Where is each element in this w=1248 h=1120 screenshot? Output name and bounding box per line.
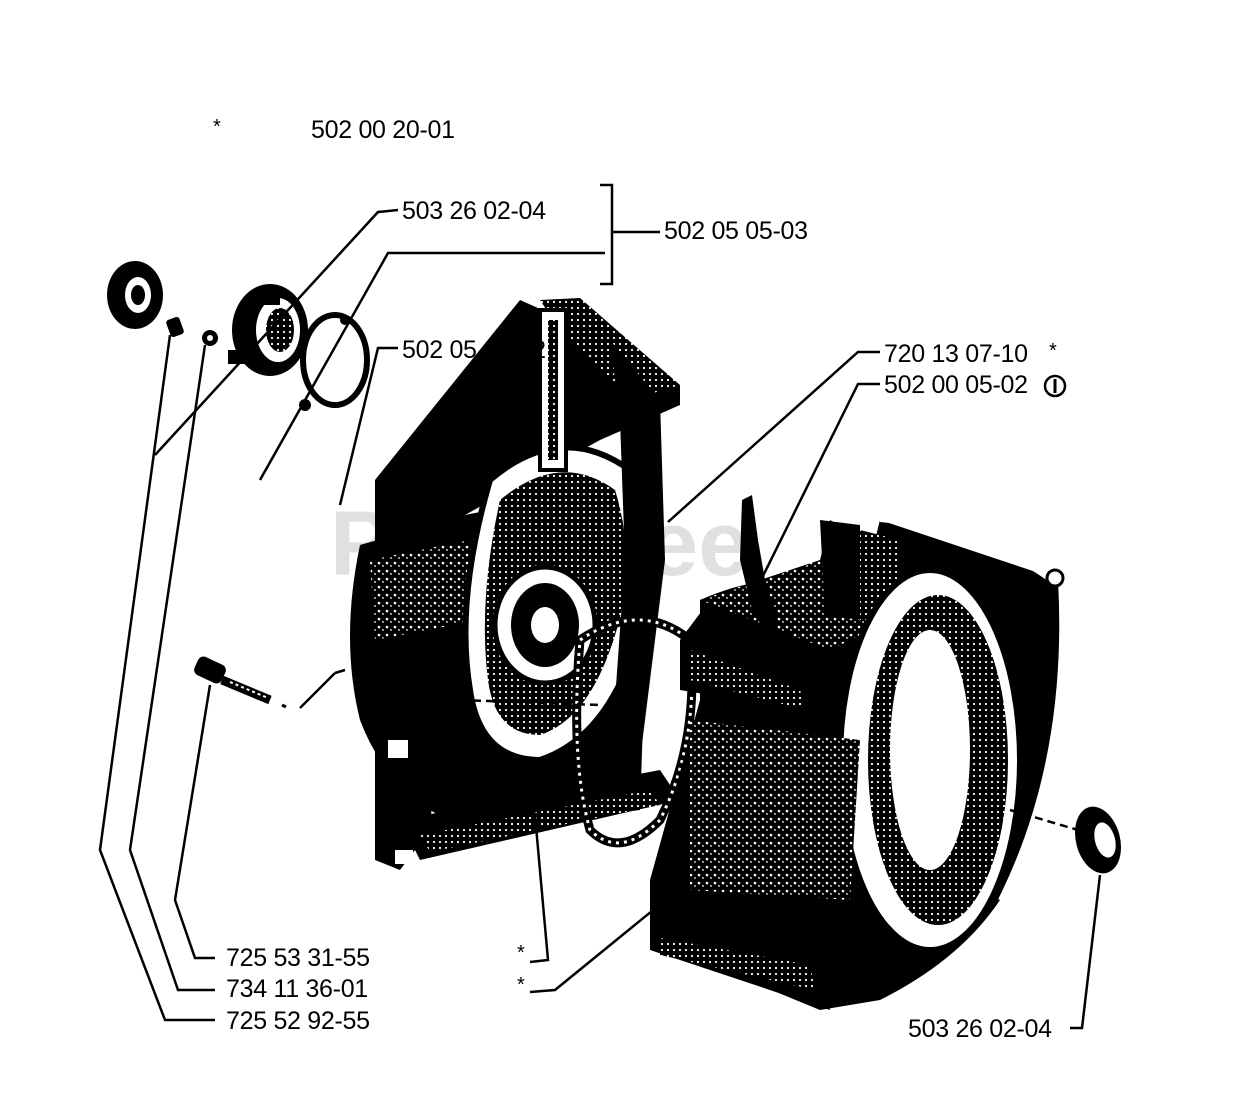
stud-part: [740, 495, 778, 640]
gasket-crankcase: [572, 615, 697, 848]
label-star-a: *: [517, 942, 525, 964]
label-gasket[interactable]: 502 05 07-02: [402, 336, 546, 364]
label-star-b: *: [517, 974, 525, 996]
crankcase-left-half: [350, 298, 680, 870]
label-seal-right[interactable]: 503 26 02-04: [908, 1015, 1052, 1043]
label-stud-mark: *: [1049, 340, 1057, 362]
label-seal-left[interactable]: 503 26 02-04: [402, 197, 546, 225]
crankcase-right-half: [650, 518, 1065, 1010]
label-screw-small[interactable]: 725 52 92-55: [226, 1007, 370, 1035]
leader-lines: [98, 183, 1102, 1030]
label-screw[interactable]: 725 53 31-55: [226, 944, 370, 972]
seal-left: [107, 261, 163, 329]
screw: [194, 656, 287, 709]
dowel-pin: [166, 316, 184, 338]
kit-part-number: 502 00 20-01: [311, 116, 455, 144]
label-stud[interactable]: 720 13 07-10: [884, 340, 1028, 368]
label-bracket-group[interactable]: 502 05 05-03: [664, 217, 808, 245]
label-washer[interactable]: 734 11 36-01: [226, 975, 368, 1003]
circled-number-icon: [1043, 374, 1067, 398]
header-asterisk: *: [213, 116, 221, 138]
gasket-ring: [299, 312, 370, 411]
seal-right: [1074, 806, 1122, 874]
label-crankcase[interactable]: 502 00 05-02: [884, 371, 1028, 399]
